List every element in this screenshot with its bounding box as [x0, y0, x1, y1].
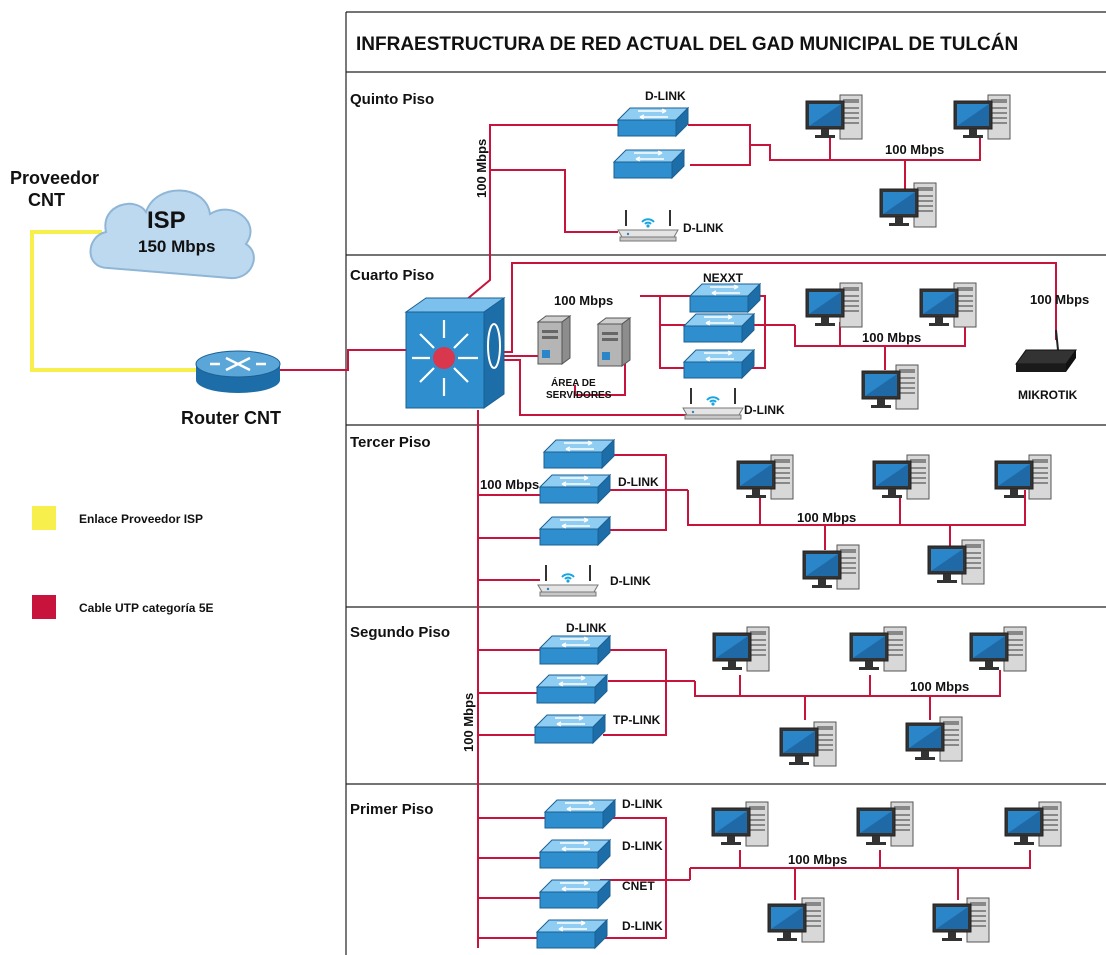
tercer-wiring — [478, 454, 1026, 581]
server-icon — [597, 317, 631, 367]
legend-swatch-utp — [32, 595, 56, 619]
primer-switch-label-3: CNET — [622, 879, 655, 893]
pc-icon — [969, 626, 1027, 672]
switch-icon — [539, 879, 611, 909]
floor-panels — [345, 11, 1106, 955]
segundo-switch-label-bottom: TP-LINK — [613, 713, 661, 727]
pc-icon — [805, 94, 863, 140]
switch-icon — [534, 714, 606, 744]
primer-wiring — [478, 817, 1031, 939]
legend-label-utp: Cable UTP categoría 5E — [79, 601, 214, 615]
switch-icon — [613, 149, 685, 179]
cloud-icon — [89, 189, 255, 280]
switch-icon — [539, 839, 611, 869]
router-icon — [195, 350, 281, 393]
cuarto-ap-label: D-LINK — [744, 403, 785, 417]
mikrotik-icon — [1015, 329, 1077, 372]
pc-icon — [872, 454, 930, 500]
switch-icon — [683, 349, 755, 379]
quinto-wiring — [688, 124, 981, 190]
pc-icon — [879, 182, 937, 228]
pc-icon — [712, 626, 770, 672]
provider-label-line2: CNT — [28, 190, 65, 210]
pc-icon — [711, 801, 769, 847]
pc-icon — [736, 454, 794, 500]
pc-icon — [905, 716, 963, 762]
pc-icon — [861, 364, 919, 410]
server-icon — [537, 315, 571, 365]
cuarto-speed-pcs: 100 Mbps — [862, 330, 921, 345]
pc-icon — [927, 539, 985, 585]
quinto-switch-label: D-LINK — [645, 89, 686, 103]
switch-icon — [539, 474, 611, 504]
switch-icon — [536, 674, 608, 704]
floor-name-segundo: Segundo Piso — [350, 624, 450, 641]
servers-label-line1: ÁREA DE — [551, 376, 596, 389]
wifi-router-icon — [617, 209, 679, 242]
primer-switch-label-2: D-LINK — [622, 839, 663, 853]
core-switch-icon — [404, 297, 506, 409]
legend-label-isp: Enlace Proveedor ISP — [79, 512, 203, 526]
wifi-router-icon — [682, 387, 744, 420]
switch-icon — [543, 439, 615, 469]
primer-switch-label-4: D-LINK — [622, 919, 663, 933]
segundo-switch-label-top: D-LINK — [566, 621, 607, 635]
cuarto-speed-servers: 100 Mbps — [554, 293, 613, 308]
switch-icon — [689, 283, 761, 313]
segundo-riser-speed: 100 Mbps — [461, 693, 476, 752]
pc-icon — [779, 721, 837, 767]
pc-icon — [767, 897, 825, 943]
legend: Enlace Proveedor ISP Cable UTP categoría… — [32, 506, 214, 619]
pc-icon — [856, 801, 914, 847]
switch-icon — [539, 516, 611, 546]
legend-swatch-isp — [32, 506, 56, 530]
tercer-uplink-speed: 100 Mbps — [480, 477, 539, 492]
switch-icon — [544, 799, 616, 829]
servers-label-line2: SERVIDORES — [546, 390, 612, 401]
router-label: Router CNT — [181, 408, 281, 428]
cuarto-speed-mikrotik: 100 Mbps — [1030, 292, 1089, 307]
pc-icon — [994, 454, 1052, 500]
isp-link — [30, 230, 196, 372]
floor-name-quinto: Quinto Piso — [350, 91, 434, 108]
quinto-speed: 100 Mbps — [885, 142, 944, 157]
mikrotik-label: MIKROTIK — [1018, 388, 1078, 402]
primer-speed: 100 Mbps — [788, 852, 847, 867]
pc-icon — [849, 626, 907, 672]
isp-speed: 150 Mbps — [138, 237, 215, 256]
quinto-riser-speed: 100 Mbps — [474, 139, 489, 198]
tercer-speed: 100 Mbps — [797, 510, 856, 525]
tercer-ap-label: D-LINK — [610, 574, 651, 588]
tercer-switch-label: D-LINK — [618, 475, 659, 489]
segundo-wiring — [478, 649, 1001, 736]
isp-title: ISP — [147, 207, 186, 234]
floor-name-cuarto: Cuarto Piso — [350, 267, 434, 284]
primer-switch-label-1: D-LINK — [622, 797, 663, 811]
provider-label-line1: Proveedor — [10, 168, 99, 188]
pc-icon — [919, 282, 977, 328]
pc-icon — [802, 544, 860, 590]
floor-name-tercer: Tercer Piso — [350, 434, 431, 451]
core-wiring — [280, 124, 1057, 948]
pc-icon — [805, 282, 863, 328]
diagram-title: INFRAESTRUCTURA DE RED ACTUAL DEL GAD MU… — [356, 33, 1018, 55]
wifi-router-icon — [537, 564, 599, 597]
pc-icon — [953, 94, 1011, 140]
switch-icon — [536, 919, 608, 949]
pc-icon — [1004, 801, 1062, 847]
switch-icon — [683, 313, 755, 343]
floor-name-primer: Primer Piso — [350, 801, 433, 818]
quinto-ap-label: D-LINK — [683, 221, 724, 235]
switch-icon — [539, 635, 611, 665]
pc-icon — [932, 897, 990, 943]
cuarto-switch-label: NEXXT — [703, 271, 744, 285]
switch-icon — [617, 107, 689, 137]
segundo-speed: 100 Mbps — [910, 679, 969, 694]
